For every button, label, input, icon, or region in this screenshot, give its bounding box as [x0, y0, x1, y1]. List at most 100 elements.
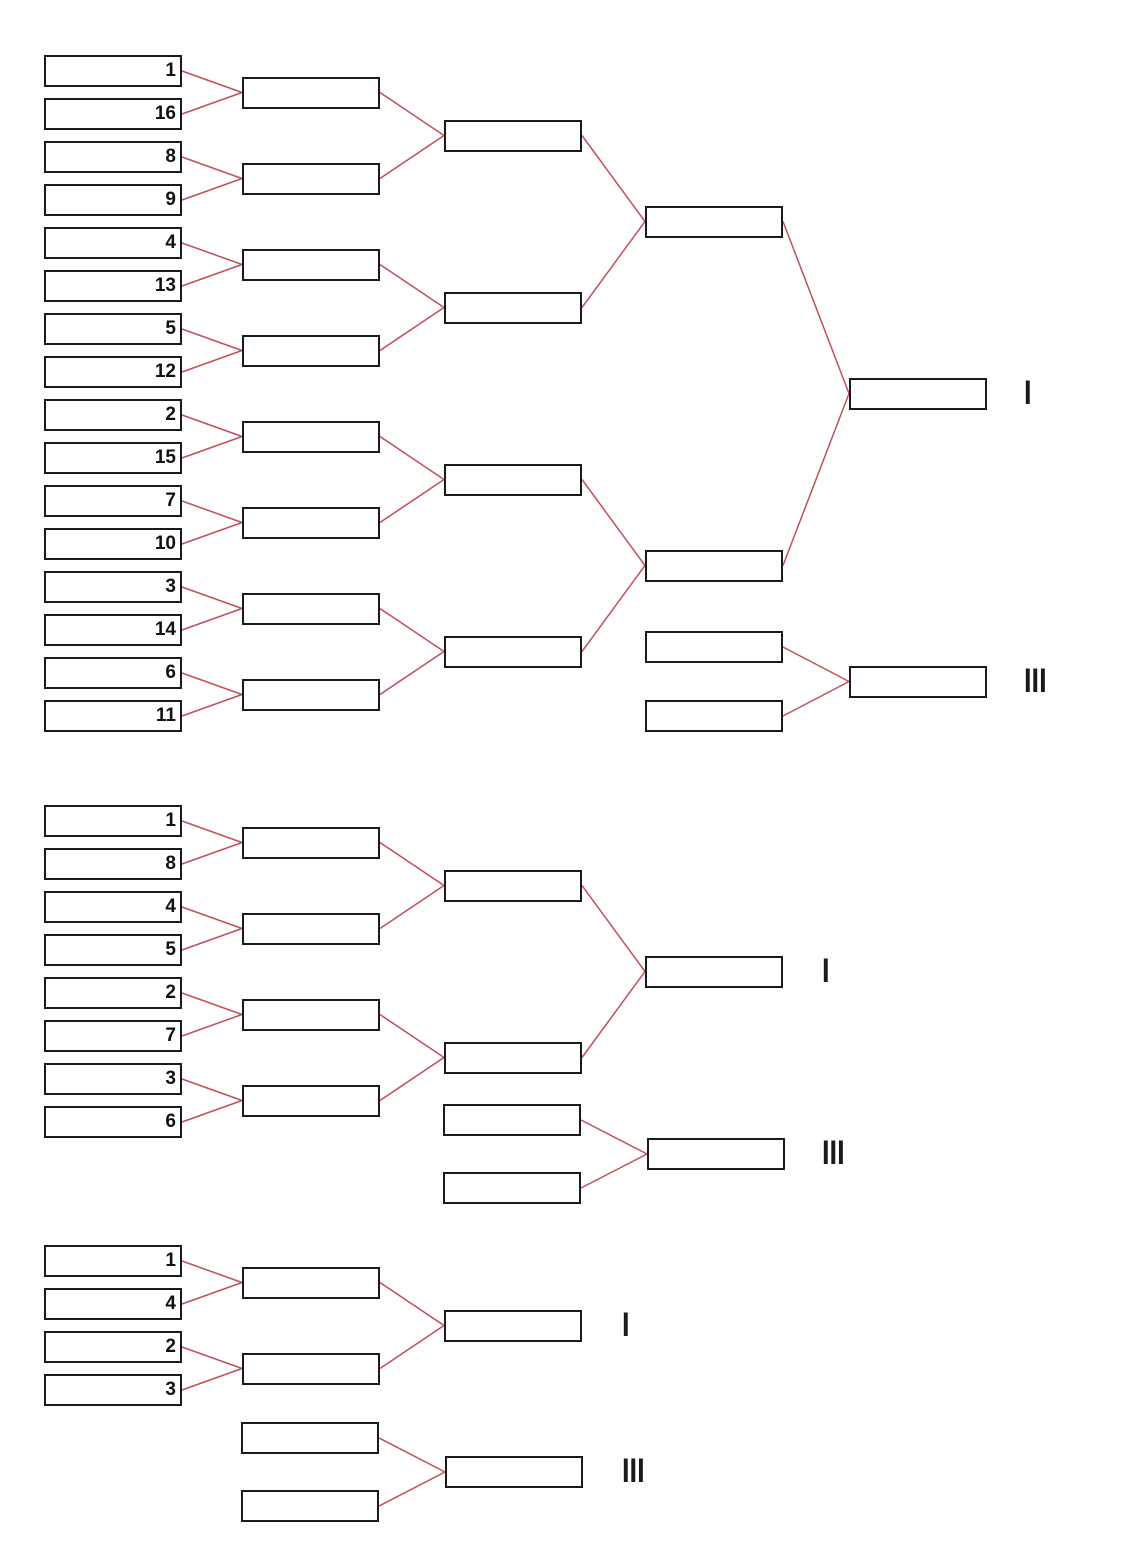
- connector-line: [580, 1119, 648, 1155]
- seed-number: 5: [165, 939, 176, 960]
- final-winner-slot[interactable]: [645, 955, 783, 988]
- connector-line: [379, 306, 445, 352]
- third-place-entrant-slot[interactable]: [645, 700, 783, 732]
- third-place-label: III: [622, 1452, 645, 1490]
- connector-line: [181, 328, 243, 352]
- match-winner-slot[interactable]: [242, 826, 380, 859]
- connector-line: [181, 927, 243, 951]
- seed-slot[interactable]: [44, 891, 182, 923]
- connector-line: [379, 263, 445, 309]
- seed-number: 1: [165, 1250, 176, 1271]
- seed-slot[interactable]: [44, 1331, 182, 1363]
- connector-line: [581, 971, 646, 1058]
- seed-slot[interactable]: [44, 805, 182, 837]
- connector-line: [181, 1367, 243, 1391]
- connector-line: [379, 1013, 445, 1059]
- match-winner-slot[interactable]: [242, 76, 380, 109]
- connector-line: [580, 1153, 648, 1189]
- match-winner-slot[interactable]: [444, 1041, 582, 1074]
- seed-slot[interactable]: [44, 485, 182, 517]
- match-winner-slot[interactable]: [444, 463, 582, 496]
- seed-number: 3: [165, 1379, 176, 1400]
- seed-slot[interactable]: [44, 98, 182, 130]
- match-winner-slot[interactable]: [242, 506, 380, 539]
- seed-slot[interactable]: [44, 614, 182, 646]
- seed-slot[interactable]: [44, 1288, 182, 1320]
- third-place-entrant-slot[interactable]: [645, 631, 783, 663]
- match-winner-slot[interactable]: [242, 334, 380, 367]
- seed-slot[interactable]: [44, 657, 182, 689]
- seed-slot[interactable]: [44, 1245, 182, 1277]
- connector-line: [782, 680, 850, 717]
- seed-slot[interactable]: [44, 700, 182, 732]
- connector-line: [379, 841, 445, 887]
- seed-slot[interactable]: [44, 270, 182, 302]
- match-winner-slot[interactable]: [444, 119, 582, 152]
- seed-number: 7: [165, 490, 176, 511]
- connector-line: [379, 435, 445, 481]
- match-winner-slot[interactable]: [242, 1352, 380, 1385]
- connector-line: [379, 884, 445, 930]
- match-winner-slot[interactable]: [242, 248, 380, 281]
- seed-number: 8: [165, 146, 176, 167]
- connector-line: [181, 1281, 243, 1305]
- third-place-winner-slot[interactable]: [647, 1138, 785, 1170]
- seed-slot[interactable]: [44, 399, 182, 431]
- seed-slot[interactable]: [44, 313, 182, 345]
- seed-slot[interactable]: [44, 442, 182, 474]
- third-place-entrant-slot[interactable]: [443, 1172, 581, 1204]
- connector-line: [379, 91, 445, 137]
- seed-slot[interactable]: [44, 934, 182, 966]
- third-place-winner-slot[interactable]: [445, 1456, 583, 1488]
- match-winner-slot[interactable]: [242, 1084, 380, 1117]
- match-winner-slot[interactable]: [645, 205, 783, 238]
- connector-line: [181, 500, 243, 524]
- connector-line: [181, 693, 243, 717]
- seed-slot[interactable]: [44, 1020, 182, 1052]
- seed-slot[interactable]: [44, 184, 182, 216]
- seed-slot[interactable]: [44, 1374, 182, 1406]
- seed-slot[interactable]: [44, 571, 182, 603]
- match-winner-slot[interactable]: [242, 420, 380, 453]
- match-winner-slot[interactable]: [444, 869, 582, 902]
- match-winner-slot[interactable]: [242, 998, 380, 1031]
- third-place-entrant-slot[interactable]: [443, 1104, 581, 1136]
- seed-slot[interactable]: [44, 356, 182, 388]
- seed-number: 10: [154, 533, 176, 554]
- connector-line: [181, 414, 243, 438]
- seed-slot[interactable]: [44, 848, 182, 880]
- seed-slot[interactable]: [44, 977, 182, 1009]
- connector-line: [378, 1437, 446, 1473]
- match-winner-slot[interactable]: [444, 635, 582, 668]
- seed-slot[interactable]: [44, 55, 182, 87]
- connector-line: [581, 885, 646, 972]
- seed-number: 7: [165, 1025, 176, 1046]
- third-place-entrant-slot[interactable]: [241, 1490, 379, 1522]
- match-winner-slot[interactable]: [645, 549, 783, 582]
- connector-line: [782, 646, 850, 683]
- third-place-winner-slot[interactable]: [849, 665, 987, 698]
- seed-slot[interactable]: [44, 141, 182, 173]
- match-winner-slot[interactable]: [444, 291, 582, 324]
- seed-number: 12: [154, 361, 176, 382]
- final-winner-slot[interactable]: [444, 1309, 582, 1342]
- final-winner-slot[interactable]: [849, 377, 987, 410]
- match-winner-slot[interactable]: [242, 678, 380, 711]
- match-winner-slot[interactable]: [242, 912, 380, 945]
- seed-slot[interactable]: [44, 528, 182, 560]
- seed-slot[interactable]: [44, 1106, 182, 1138]
- connector-line: [379, 1056, 445, 1102]
- match-winner-slot[interactable]: [242, 162, 380, 195]
- connector-line: [378, 1471, 446, 1507]
- seed-number: 15: [154, 447, 176, 468]
- first-place-label: I: [822, 951, 830, 990]
- connector-line: [181, 992, 243, 1016]
- connector-line: [181, 242, 243, 266]
- seed-slot[interactable]: [44, 227, 182, 259]
- seed-slot[interactable]: [44, 1063, 182, 1095]
- match-winner-slot[interactable]: [242, 1266, 380, 1299]
- match-winner-slot[interactable]: [242, 592, 380, 625]
- third-place-entrant-slot[interactable]: [241, 1422, 379, 1454]
